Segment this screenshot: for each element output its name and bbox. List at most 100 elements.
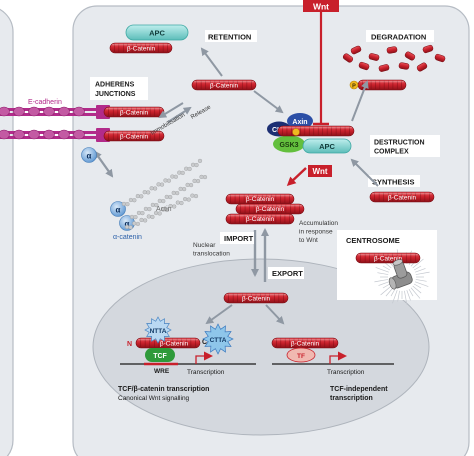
actin-filaments <box>121 158 208 230</box>
tf <box>286 347 316 363</box>
indep-caption-2: transcription <box>330 395 373 402</box>
immobilisation-arrow <box>158 102 184 119</box>
nuclear-line-2: translocation <box>193 251 230 258</box>
nuclear-line-1: Nuclear <box>193 242 216 249</box>
degradation-heading: DEGRADATION <box>371 33 426 42</box>
transcription-left: Transcription <box>187 369 225 376</box>
centrosome-catenin <box>355 252 421 264</box>
degradation-heading-box <box>366 30 434 42</box>
wnt-label: Wnt <box>313 2 329 12</box>
ntta-coactivator <box>144 316 172 344</box>
accumulation-line-2: in response <box>299 229 333 236</box>
adherens-heading-1: ADHERENS <box>95 82 135 89</box>
retention-catenin-label: β-Catenin <box>127 46 156 53</box>
alpha-catenin-1 <box>110 201 126 217</box>
synthesis-catenin-label: β-Catenin <box>388 195 417 202</box>
destruction-catenin <box>277 125 355 137</box>
alpha-catenin-upper <box>81 147 97 163</box>
axin <box>287 113 313 129</box>
degradation-p-label: P <box>352 84 356 90</box>
ecadherin-domains <box>0 106 85 140</box>
centrosome-catenin-label: β-Catenin <box>374 256 403 263</box>
ntta-label: NTTA <box>150 328 167 335</box>
degradation-phospho <box>349 80 359 90</box>
transcription-right: Transcription <box>327 369 365 376</box>
transcription-left-arrow <box>195 351 213 364</box>
gsk3-label: GSK3 <box>279 142 298 149</box>
gsk3 <box>273 135 305 153</box>
adherens-heading-box <box>90 77 148 100</box>
accumulated-catenin-1: β-Catenin <box>246 196 275 203</box>
nuclear-catenin-center <box>223 292 289 304</box>
nuclear-right-arrow <box>265 304 285 325</box>
import-label: IMPORT <box>224 234 254 243</box>
accumulated-catenin <box>225 193 305 225</box>
release-arrow <box>167 106 192 123</box>
to-destruction-arrow <box>253 90 284 114</box>
accumulated-catenin-3: β-Catenin <box>246 216 275 223</box>
adherens-catenin-bottom <box>103 130 165 142</box>
wnt-label-box <box>303 0 339 12</box>
retention-heading-box <box>205 30 257 42</box>
ctta-label: CTTA <box>210 337 227 344</box>
wre-label: WRE <box>154 368 170 375</box>
adherens-catenin-bottom-label: β-Catenin <box>120 134 149 141</box>
synthesis-arrow <box>350 158 379 187</box>
destruction-heading-2: COMPLEX <box>374 149 409 156</box>
retention-apc-label: APC <box>149 29 165 38</box>
nuclear-catenin-center-label: β-Catenin <box>242 296 271 303</box>
wnt-small-box <box>308 165 332 177</box>
indep-caption-1: TCF-independent <box>330 386 388 393</box>
retention-heading: RETENTION <box>208 33 251 42</box>
export-label: EXPORT <box>272 269 303 278</box>
adherens-heading-2: JUNCTIONS <box>95 91 136 98</box>
accumulated-catenin-2: β-Catenin <box>256 206 285 213</box>
alpha-upper-label: α <box>87 152 92 161</box>
ecadherin-label: E-cadherin <box>28 99 62 106</box>
alpha-up-arrow <box>93 150 113 177</box>
free-catenin-label: β-Catenin <box>210 83 239 90</box>
accumulation-line-1: Accumulation <box>299 220 338 227</box>
wnt-small-label: Wnt <box>312 167 327 176</box>
import-box <box>220 232 254 244</box>
c-terminus-label: C <box>202 339 207 346</box>
tcf-caption-1: TCF/β-catenin transcription <box>118 386 209 393</box>
ctta-coactivator <box>202 323 234 355</box>
alpha-2-label: α <box>125 220 130 229</box>
centriole <box>388 259 413 290</box>
destruction-phospho <box>292 128 300 136</box>
synthesis-heading: SYNTHESIS <box>372 178 415 187</box>
degradation-catenin <box>357 79 407 91</box>
axin-label: Axin <box>292 119 307 126</box>
retention-apc <box>125 24 189 41</box>
alpha-catenin-label: α-catenin <box>113 234 142 241</box>
destruction-heading-1: DESTRUCTION <box>374 140 425 147</box>
tcf <box>145 348 175 362</box>
destruction-apc-label: APC <box>319 142 335 151</box>
tcf-label: TCF <box>153 353 167 360</box>
to-retention-arrow <box>200 47 223 77</box>
retention-catenin <box>109 42 173 54</box>
synthesis-catenin <box>369 191 435 203</box>
nuclear-left-arrow <box>205 304 233 325</box>
actin-label: Actin <box>156 206 172 213</box>
free-catenin <box>191 79 257 91</box>
to-degradation-arrow <box>351 80 369 122</box>
tf-label: TF <box>297 353 305 360</box>
nuclear-catenin-left-label: β-Catenin <box>160 341 189 348</box>
nucleus <box>92 258 430 436</box>
neighbor-cell <box>0 8 14 456</box>
tcf-caption-2: Canonical Wnt signalling <box>118 395 190 402</box>
n-terminus-label: N <box>127 341 132 348</box>
adherens-catenin-top-label: β-Catenin <box>120 110 149 117</box>
centrosome-heading: CENTROSOME <box>346 236 400 245</box>
accumulation-line-3: to Wnt <box>299 237 318 244</box>
transcription-right-arrow <box>329 351 347 364</box>
destruction-heading-box <box>370 135 440 157</box>
degradation-fragments <box>342 44 446 72</box>
wnt-accumulation-arrow <box>286 167 307 187</box>
destruction-apc <box>302 138 352 154</box>
synthesis-heading-box <box>368 175 420 187</box>
